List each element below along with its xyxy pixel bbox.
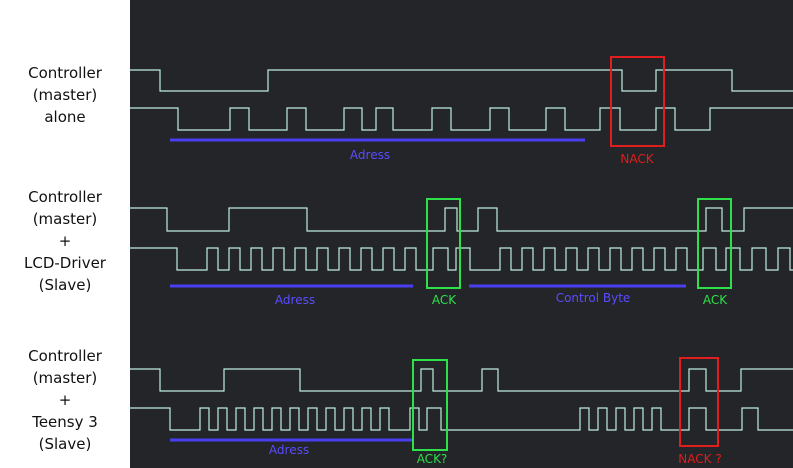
address-label-row2: Adress (275, 293, 315, 307)
ack-label-row3: ACK? (417, 452, 448, 466)
sda-signal-row3 (130, 368, 793, 392)
sda-signal-row2 (130, 207, 793, 232)
ack-box-row2-second (697, 198, 732, 289)
row-label-line: (master) (32, 369, 98, 387)
nack-box-row3 (679, 357, 719, 447)
address-label-row3: Adress (269, 443, 309, 457)
row-label-line: (Slave) (38, 276, 92, 294)
nack-label-row1: NACK (620, 152, 654, 166)
scl-signal-row2 (130, 247, 793, 271)
row-label-line: Controller (28, 188, 102, 206)
row-label-line: Controller (28, 347, 102, 365)
scl-signal-row3 (130, 407, 793, 431)
row-label-2: Controller (master) + LCD-Driver (Slave) (0, 186, 130, 296)
ack-box-row3 (412, 359, 448, 451)
scl-signal-row1 (130, 107, 793, 131)
ack-box-row2-first (426, 198, 461, 289)
row-label-line: + (58, 391, 72, 409)
row-labels-panel: Controller (master) alone Controller (ma… (0, 0, 130, 468)
row-label-line: Controller (28, 64, 102, 82)
control-byte-label-row2: Control Byte (556, 291, 631, 305)
row-label-line: (master) (32, 86, 98, 104)
row-label-line: + (58, 232, 72, 250)
row-label-1: Controller (master) alone (0, 62, 130, 128)
ack-label-row2-first: ACK (432, 293, 457, 307)
ack-label-row2-second: ACK (703, 293, 728, 307)
row-label-3: Controller (master) + Teensy 3 (Slave) (0, 345, 130, 455)
sda-signal-row1 (130, 69, 793, 92)
row-label-line: LCD-Driver (24, 254, 106, 272)
row-label-line: (Slave) (38, 435, 92, 453)
address-label-row1: Adress (350, 148, 390, 162)
row-label-line: Teensy 3 (32, 413, 98, 431)
row-label-line: alone (44, 108, 86, 126)
nack-box-row1 (610, 56, 665, 147)
nack-label-row3: NACK ? (678, 452, 721, 466)
row-label-line: (master) (32, 210, 98, 228)
